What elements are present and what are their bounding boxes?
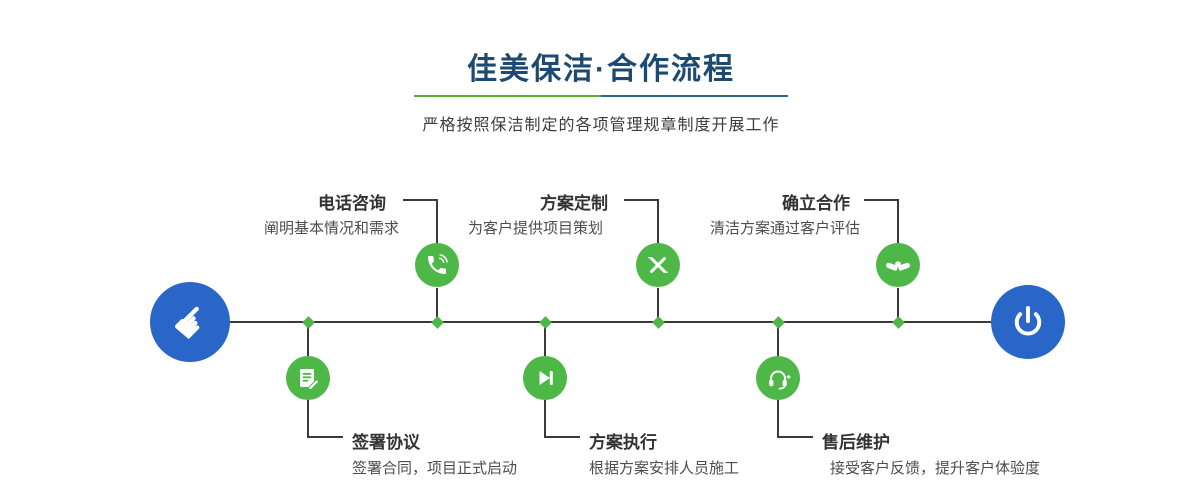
page-title: 佳美保洁·合作流程 <box>467 53 735 86</box>
handshake-icon <box>886 261 910 271</box>
connector-line <box>403 199 438 201</box>
connector-line <box>624 199 659 201</box>
timeline-marker-diamond <box>301 315 315 329</box>
step-title-after-sales: 售后维护 <box>822 433 890 452</box>
connector-line <box>897 199 899 244</box>
step-title-plan-execute: 方案执行 <box>589 433 657 452</box>
connector-line <box>544 436 580 438</box>
step-node-phone-consult <box>415 243 459 287</box>
power-icon <box>1014 305 1042 336</box>
underline-blue-segment <box>601 95 788 97</box>
timeline-marker-diamond <box>538 315 552 329</box>
step-title-plan-custom: 方案定制 <box>540 194 608 213</box>
timeline-marker-diamond <box>891 315 905 329</box>
connector-line <box>864 199 899 201</box>
connector-line <box>307 436 343 438</box>
title-underline <box>414 95 788 97</box>
step-desc-plan-execute: 根据方案安排人员施工 <box>589 460 740 477</box>
connector-line <box>307 400 309 438</box>
timeline-marker-diamond <box>651 315 665 329</box>
connector-line <box>436 288 438 318</box>
step-desc-phone-consult: 阐明基本情况和需求 <box>264 220 400 237</box>
connector-line <box>897 288 899 318</box>
connector-line <box>657 199 659 244</box>
step-node-plan-execute <box>523 356 567 400</box>
step-desc-sign-agreement: 签署合同，项目正式启动 <box>352 460 518 477</box>
step-node-establish-coop <box>876 243 920 287</box>
step-node-sign-agreement <box>286 356 330 400</box>
timeline-marker-diamond <box>771 315 785 329</box>
connector-line <box>544 325 546 356</box>
step-title-sign-agreement: 签署协议 <box>352 433 420 452</box>
step-desc-establish-coop: 清洁方案通过客户评估 <box>710 220 861 237</box>
pointing-hand-icon: ☛ <box>161 292 222 353</box>
document-sign-icon <box>300 369 320 390</box>
connector-line <box>436 199 438 244</box>
headset-icon <box>768 370 791 390</box>
connector-line <box>777 436 813 438</box>
step-desc-plan-custom: 为客户提供项目策划 <box>468 220 604 237</box>
pencil-tools-icon <box>648 257 668 273</box>
play-next-icon <box>539 371 553 385</box>
connector-line <box>544 400 546 438</box>
connector-line <box>777 325 779 356</box>
step-title-phone-consult: 电话咨询 <box>318 194 386 213</box>
step-node-plan-custom <box>636 243 680 287</box>
connector-line <box>307 325 309 356</box>
step-title-establish-coop: 确立合作 <box>782 194 850 213</box>
phone-icon <box>428 254 448 274</box>
timeline-line <box>229 321 991 323</box>
page-subtitle: 严格按照保洁制定的各项管理规章制度开展工作 <box>422 117 780 134</box>
timeline-start-node: ☛ <box>150 282 230 362</box>
step-desc-after-sales: 接受客户反馈，提升客户体验度 <box>830 460 1041 477</box>
connector-line <box>657 288 659 318</box>
connector-line <box>777 400 779 438</box>
underline-green-segment <box>414 95 601 97</box>
step-node-after-sales <box>756 356 800 400</box>
timeline-end-node <box>991 285 1065 359</box>
timeline-marker-diamond <box>430 315 444 329</box>
